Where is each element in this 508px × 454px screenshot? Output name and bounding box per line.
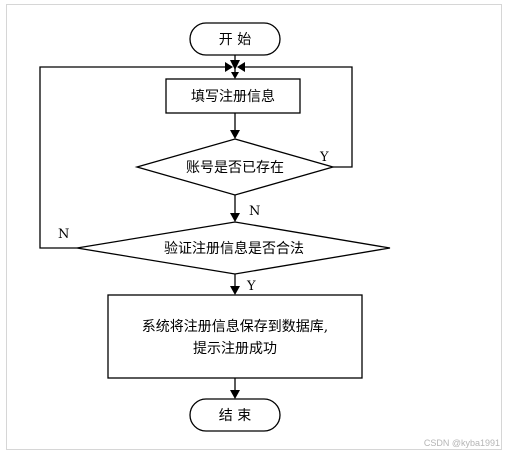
start-label: 开 始 (219, 32, 251, 48)
arrow-head (230, 213, 240, 222)
validate-yes-label: Y (246, 279, 256, 294)
validate-info-decision: 验证注册信息是否合法 (76, 221, 391, 275)
start-node: 开 始 (189, 22, 281, 56)
fill-info-label: 填写注册信息 (191, 88, 275, 105)
arrow-head (230, 60, 240, 70)
end-label: 结 束 (219, 408, 251, 424)
account-exists-no-label: N (249, 204, 260, 219)
arrow-head (225, 62, 233, 72)
end-node: 结 束 (189, 398, 281, 432)
fill-info-node: 填写注册信息 (165, 78, 301, 114)
save-info-label-line1: 系统将注册信息保存到数据库, (142, 318, 328, 335)
save-info-label-line2: 提示注册成功 (193, 341, 277, 357)
validate-no-label: N (58, 227, 69, 242)
arrow-head (230, 390, 240, 399)
loop-back-invalid (39, 66, 227, 249)
account-exists-label: 账号是否已存在 (186, 160, 284, 176)
account-exists-decision: 账号是否已存在 (134, 138, 336, 196)
save-info-node: 系统将注册信息保存到数据库, 提示注册成功 (107, 294, 363, 379)
arrow-head (237, 62, 245, 72)
account-exists-yes-label: Y (319, 150, 329, 165)
loop-back-exists (243, 66, 353, 168)
validate-info-label: 验证注册信息是否合法 (164, 240, 304, 257)
arrow-head (231, 72, 239, 79)
watermark: CSDN @kyba1991 (424, 438, 500, 448)
arrow-head (230, 130, 240, 139)
arrow-head (230, 286, 240, 295)
